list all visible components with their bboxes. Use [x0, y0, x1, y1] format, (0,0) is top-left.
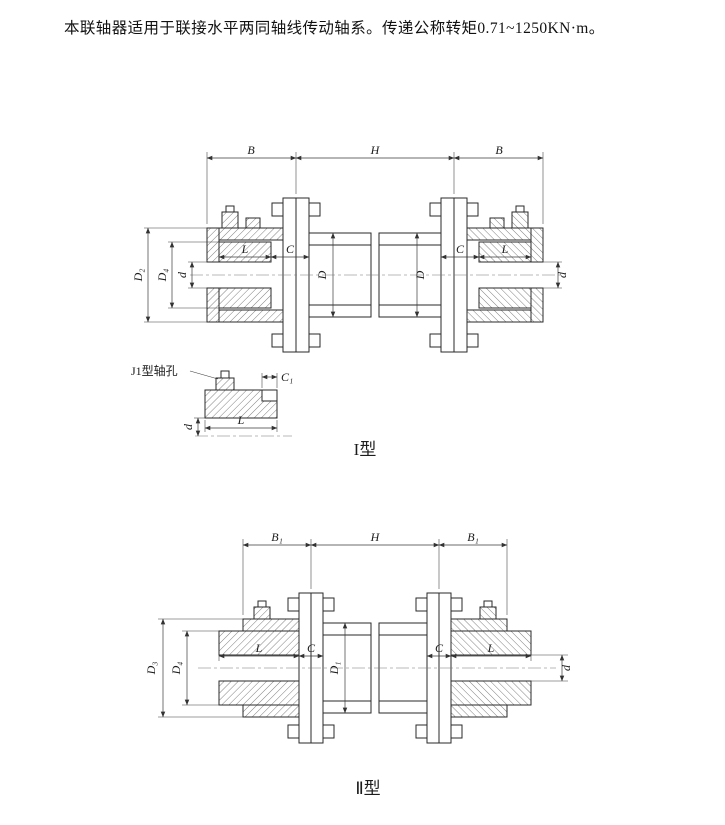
dim-label-d-mid-right: D: [413, 270, 427, 280]
dim-label-c-left-type2: C: [307, 641, 316, 655]
dim-label-d-bore-right: d: [555, 271, 569, 278]
dim-label-c1: C₁: [281, 370, 293, 384]
dim-label-d-mid-left: D: [315, 270, 329, 280]
dim-label-l-right-type2: L: [487, 641, 495, 655]
dim-label-d4-type1: D₄: [155, 269, 169, 283]
dim-label-h-type2: H: [370, 530, 381, 544]
type1-dimensions: [144, 155, 562, 323]
dim-label-b-right: B: [495, 143, 503, 157]
dim-label-c-right-type1: C: [456, 242, 465, 256]
type2-caption: Ⅱ型: [355, 779, 380, 798]
detail-view-label: J1型轴孔: [131, 363, 178, 378]
dim-label-l-right-type1: L: [501, 242, 509, 256]
dim-label-d4-type2: D₄: [169, 662, 183, 676]
header-text: 本联轴器适用于联接水平两同轴线传动轴系。传递公称转矩0.71~1250KN·m。: [64, 20, 605, 37]
dim-label-l-detail: L: [237, 413, 245, 427]
dim-label-d2: D₂: [131, 269, 145, 283]
dim-label-b1-left: B₁: [271, 530, 283, 544]
type2-coupling-half-section: [218, 539, 372, 744]
dim-label-d1: D₁: [327, 662, 341, 676]
dim-label-c-right-type2: C: [435, 641, 444, 655]
dim-label-d-bore-left: d: [175, 271, 189, 278]
type1-j1-bore-detail: [189, 370, 292, 437]
dim-label-d-detail: d: [181, 423, 195, 430]
dim-label-d3: D₃: [144, 662, 158, 676]
dim-label-c-left-type1: C: [286, 242, 295, 256]
type1-caption: I型: [354, 440, 377, 459]
dim-label-h-type1: H: [370, 143, 381, 157]
dim-label-d-bore-type2: d: [559, 664, 573, 671]
type2-dimensions: [158, 542, 568, 718]
dim-label-l-left-type2: L: [255, 641, 263, 655]
type1-coupling-half-section: [206, 152, 372, 353]
dim-label-l-left-type1: L: [241, 242, 249, 256]
dim-label-b-left: B: [247, 143, 255, 157]
dim-label-b1-right: B₁: [467, 530, 479, 544]
